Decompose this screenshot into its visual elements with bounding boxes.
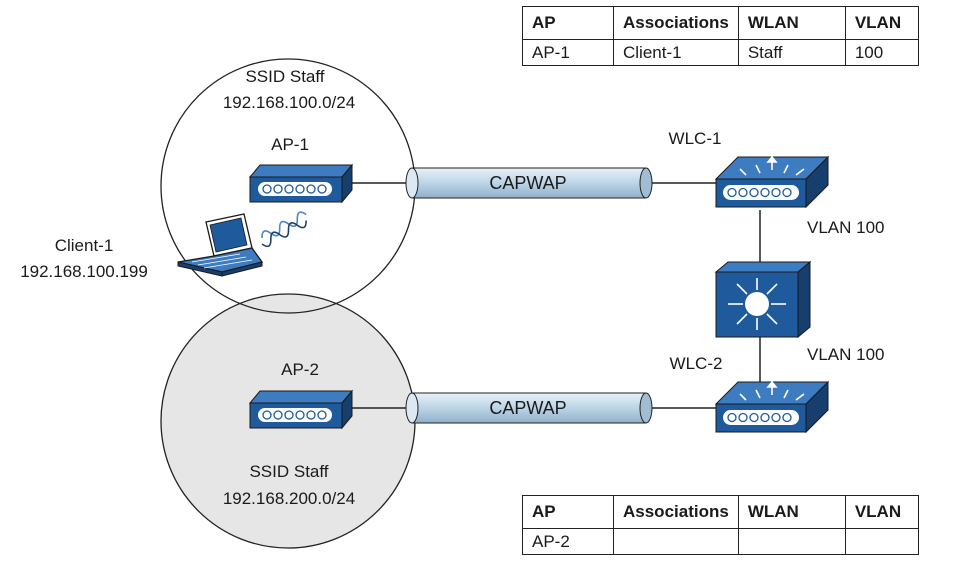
wireless-controller-icon [714, 380, 830, 434]
ap2-association-table: AP Associations WLAN VLAN AP-2 [522, 495, 919, 555]
cell1-subnet-label: 192.168.100.0/24 [222, 93, 356, 112]
client-name-label: Client-1 [54, 236, 114, 255]
client-ip-label: 192.168.100.199 [20, 262, 148, 281]
col-header-associations: Associations [613, 495, 739, 529]
cell2-subnet-label: 192.168.200.0/24 [222, 489, 356, 508]
ap1-association-table: AP Associations WLAN VLAN AP-1 Client-1 … [522, 6, 919, 66]
links [352, 182, 761, 409]
vlan-bottom-label: VLAN 100 [807, 345, 885, 364]
cell2-ssid-label: SSID Staff [249, 462, 329, 481]
wireless-signal-icon [261, 211, 307, 248]
ap1-label: AP-1 [271, 135, 309, 154]
capwap-top-label: CAPWAP [489, 173, 567, 193]
access-point-icon [248, 163, 354, 204]
cell-wlan [737, 528, 846, 555]
wireless-controller-icon [714, 155, 830, 209]
cell-ap: AP-2 [522, 528, 614, 555]
ap2-label: AP-2 [281, 360, 319, 379]
cell-ap: AP-1 [522, 39, 614, 66]
capwap-tunnel-bottom [405, 392, 653, 424]
table-row: AP-1 Client-1 Staff 100 [522, 39, 919, 66]
col-header-vlan: VLAN [844, 6, 919, 40]
capwap-tunnel-top [405, 167, 653, 199]
cell-associations: Client-1 [613, 39, 739, 66]
cell-associations [613, 528, 739, 555]
multilayer-switch-icon [714, 260, 812, 339]
col-header-associations: Associations [613, 6, 739, 40]
col-header-wlan: WLAN [737, 6, 846, 40]
cell-wlan: Staff [737, 39, 846, 66]
access-point-icon [248, 389, 354, 430]
table-row: AP-2 [522, 528, 919, 555]
wlc1-label: WLC-1 [668, 129, 722, 148]
cell-vlan [844, 528, 919, 555]
cell-vlan: 100 [844, 39, 919, 66]
capwap-bottom-label: CAPWAP [489, 398, 567, 418]
col-header-ap: AP [522, 6, 614, 40]
cell1-ssid-label: SSID Staff [245, 67, 325, 86]
wlc2-label: WLC-2 [669, 354, 723, 373]
col-header-wlan: WLAN [737, 495, 846, 529]
col-header-vlan: VLAN [844, 495, 919, 529]
vlan-top-label: VLAN 100 [807, 218, 885, 237]
laptop-icon [177, 213, 264, 277]
col-header-ap: AP [522, 495, 614, 529]
